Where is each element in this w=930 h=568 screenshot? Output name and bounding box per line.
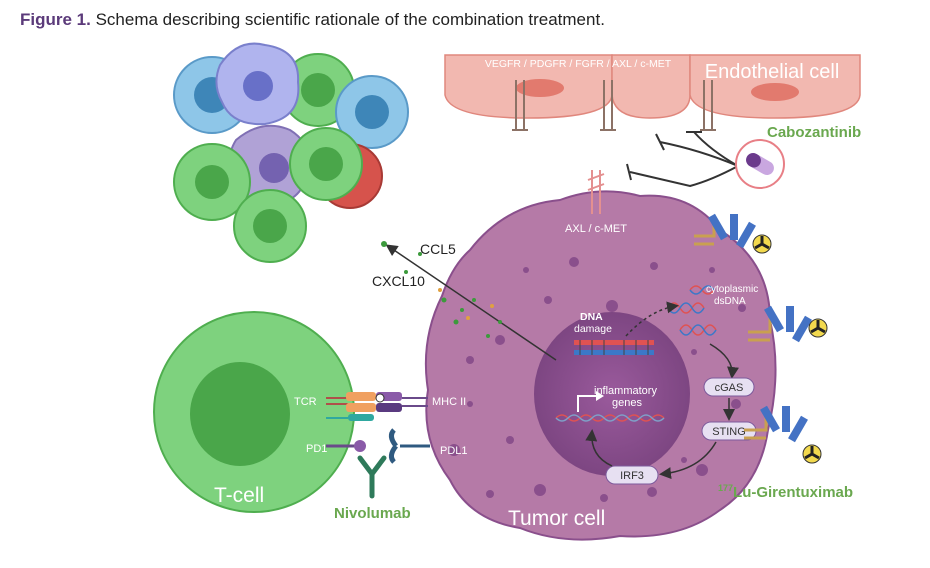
arrow-irf3-to-genes [585,429,613,467]
tumor-receptor-axl-cmet [587,170,605,214]
pd1-pdl1-interaction [326,428,430,464]
cytoplasmic-label: cytoplasmic [706,284,758,295]
genes-label: genes [612,397,642,409]
t-cell-label: T-cell [214,484,264,507]
lu-girentuximab-label: 177Lu-Girentuximab [718,483,853,501]
cabozantinib-inhibition-lines [626,131,739,188]
chemokine-dots [381,241,502,338]
arrow-dsdna-to-cgas [709,343,739,379]
irf3-label: IRF3 [620,470,644,482]
dsdna-label: dsDNA [714,296,746,307]
cxcl10-label: CXCL10 [372,273,425,289]
pdl1-label: PDL1 [440,445,468,457]
figure-title: Figure 1. Schema describing scientific r… [20,10,605,30]
tumor-vesicles [448,257,746,502]
pill-icon [735,139,785,189]
damaged-dna [574,340,654,355]
irf3-node: IRF3 [605,465,659,485]
figure-number: Figure 1. [20,10,91,29]
t-cell-nucleus [190,362,290,466]
lu-isotope-superscript: 177 [718,483,733,493]
endothelial-cells [444,54,861,131]
nivolumab-antibody-icon [357,455,387,499]
lu-girentuximab-antibodies [694,213,828,464]
chemokine-dots-orange [438,288,494,320]
tumor-cell-label: Tumor cell [508,507,605,530]
lu-drug-name: Lu-Girentuximab [733,484,853,501]
tcr-label: TCR [294,396,317,408]
dsdna-release-arrow [625,301,679,337]
nivolumab-label: Nivolumab [334,505,411,522]
ccl5-label: CCL5 [420,241,456,257]
figure-caption: Schema describing scientific rationale o… [95,10,605,29]
endothelial-cell-label: Endothelial cell [705,61,840,83]
dna-damage-label-1: DNA [580,311,603,323]
inflammatory-label: inflammatory [594,385,657,397]
cabozantinib-label: Cabozantinib [767,124,861,141]
cgas-node: cGAS [703,377,755,397]
mhc2-label: MHC II [432,396,466,408]
tcr-mhc2-synapse [326,392,428,421]
transcription-start-arrow [577,395,598,412]
chemokine-release-arrow [385,244,557,361]
receptors-label: VEGFR / PDGFR / FGFR / AXL / c-MET [485,58,672,70]
inflammatory-genes-dna [555,414,665,422]
immune-cell-cluster [173,42,409,263]
axl-cmet-label: AXL / c-MET [565,223,627,235]
arrow-sting-to-irf3 [659,441,717,480]
pd1-label: PD1 [306,443,327,455]
sting-label: STING [712,426,746,438]
cgas-label: cGAS [715,382,744,394]
dna-damage-label-2: damage [574,323,612,335]
sting-node: STING [701,421,757,441]
